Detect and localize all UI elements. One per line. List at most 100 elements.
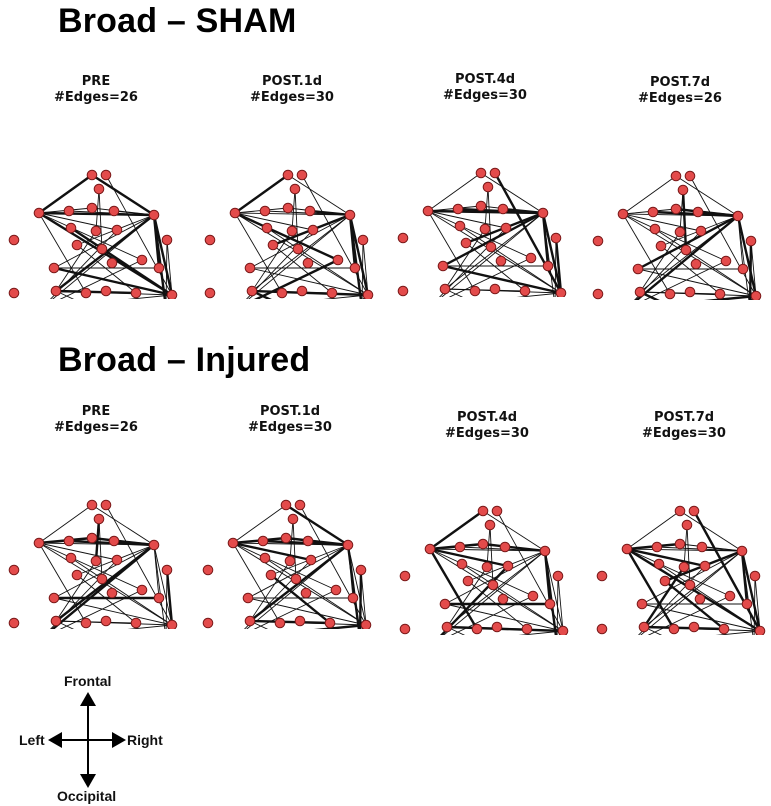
network-edge	[444, 288, 464, 297]
network-edge	[686, 524, 691, 586]
network-node	[617, 208, 629, 220]
network-node	[655, 240, 667, 252]
network-edge	[38, 542, 143, 591]
network-node	[485, 241, 497, 253]
network-node	[80, 287, 92, 299]
network-edge	[309, 209, 351, 217]
network-node	[397, 232, 409, 244]
network-edge	[427, 172, 482, 212]
network-edge	[234, 212, 283, 294]
panel-timepoint-label: PRE	[81, 404, 111, 419]
network-edge	[697, 210, 739, 218]
network-node	[347, 592, 359, 604]
network-node	[552, 570, 564, 582]
network-node	[720, 255, 732, 267]
network-node	[100, 615, 112, 627]
network-graph	[8, 499, 178, 629]
network-node	[647, 206, 659, 218]
network-node	[93, 183, 105, 195]
network-edge	[166, 239, 173, 296]
network-node	[475, 200, 487, 212]
network-edge	[504, 546, 546, 552]
network-edge	[626, 548, 731, 597]
network-panel-sham-post4d: POST.4d #Edges=30	[395, 72, 575, 297]
network-edge	[660, 245, 721, 295]
network-node	[100, 499, 112, 511]
network-edge	[91, 173, 155, 217]
network-node	[63, 205, 75, 217]
network-node	[48, 262, 60, 274]
network-node	[93, 513, 105, 525]
network-edge	[113, 210, 155, 216]
network-edge	[105, 174, 173, 296]
network-edge	[38, 212, 87, 294]
network-node	[699, 560, 711, 572]
network-edge	[557, 575, 564, 632]
network-edge	[323, 294, 369, 299]
network-edge	[748, 240, 753, 300]
network-node	[688, 505, 700, 517]
network-node	[422, 205, 434, 217]
network-node	[362, 289, 374, 299]
network-edge	[427, 210, 562, 294]
network-node	[227, 537, 239, 549]
network-node	[204, 287, 216, 299]
network-edge	[347, 544, 367, 626]
network-edge	[639, 231, 681, 293]
network-node	[634, 286, 646, 298]
network-node	[344, 209, 356, 221]
network-node	[65, 222, 77, 234]
network-node	[621, 543, 633, 555]
section-title-injured: Broad – Injured	[58, 341, 311, 379]
network-edge	[489, 524, 494, 586]
network-node	[90, 555, 102, 567]
network-node	[692, 206, 704, 218]
network-edge	[486, 524, 491, 568]
network-node	[202, 617, 214, 629]
network-node	[555, 287, 567, 297]
network-node	[596, 623, 608, 635]
network-node	[684, 286, 696, 298]
network-node	[456, 558, 468, 570]
network-node	[153, 592, 165, 604]
network-node	[332, 254, 344, 266]
network-edge	[301, 174, 369, 296]
network-edge	[249, 560, 291, 622]
network-edge	[55, 620, 75, 629]
network-node	[296, 169, 308, 181]
network-node	[437, 260, 449, 272]
compass-arrows	[48, 692, 126, 788]
network-node	[674, 505, 686, 517]
network-edge	[165, 239, 168, 299]
network-node	[732, 210, 744, 222]
network-node	[294, 499, 306, 511]
network-edge	[715, 630, 761, 635]
network-edge	[55, 289, 137, 295]
network-node	[349, 262, 361, 274]
network-node	[724, 590, 736, 602]
section-title-sham: Broad – SHAM	[58, 2, 297, 40]
network-node	[521, 623, 533, 635]
network-node	[491, 505, 503, 517]
network-node	[166, 289, 178, 299]
panel-timepoint-label: POST.7d	[649, 75, 711, 90]
network-edge	[639, 291, 721, 295]
network-edge	[459, 225, 562, 294]
network-node	[653, 558, 665, 570]
network-node	[557, 625, 569, 635]
network-node	[681, 519, 693, 531]
network-edge	[55, 290, 75, 299]
network-edge	[487, 186, 492, 248]
network-node	[718, 623, 730, 635]
network-node	[86, 499, 98, 511]
network-node	[544, 598, 556, 610]
network-node	[638, 621, 650, 633]
network-edge	[750, 240, 757, 297]
network-edge	[444, 603, 564, 632]
network-node	[649, 223, 661, 235]
network-edge	[554, 237, 563, 294]
network-edge	[428, 548, 479, 630]
network-edge	[98, 188, 103, 250]
network-node	[668, 623, 680, 635]
network-panel-injured-post7d: POST.7d #Edges=30	[594, 410, 771, 635]
